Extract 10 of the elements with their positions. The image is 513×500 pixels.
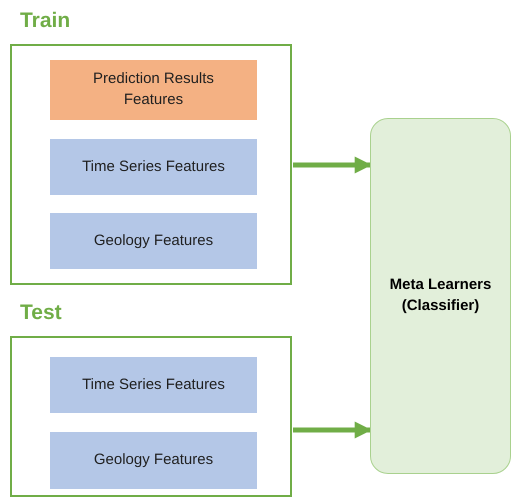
feature-box: Geology Features	[50, 213, 257, 269]
feature-box: Time Series Features	[50, 139, 257, 195]
group-heading: Test	[20, 302, 62, 323]
classifier-box: Meta Learners (Classifier)	[370, 118, 511, 474]
group-heading: Train	[20, 10, 70, 31]
feature-box: Prediction Results Features	[50, 60, 257, 120]
feature-box: Time Series Features	[50, 357, 257, 413]
feature-box: Geology Features	[50, 432, 257, 489]
arrow	[293, 156, 372, 174]
arrow	[293, 422, 372, 438]
